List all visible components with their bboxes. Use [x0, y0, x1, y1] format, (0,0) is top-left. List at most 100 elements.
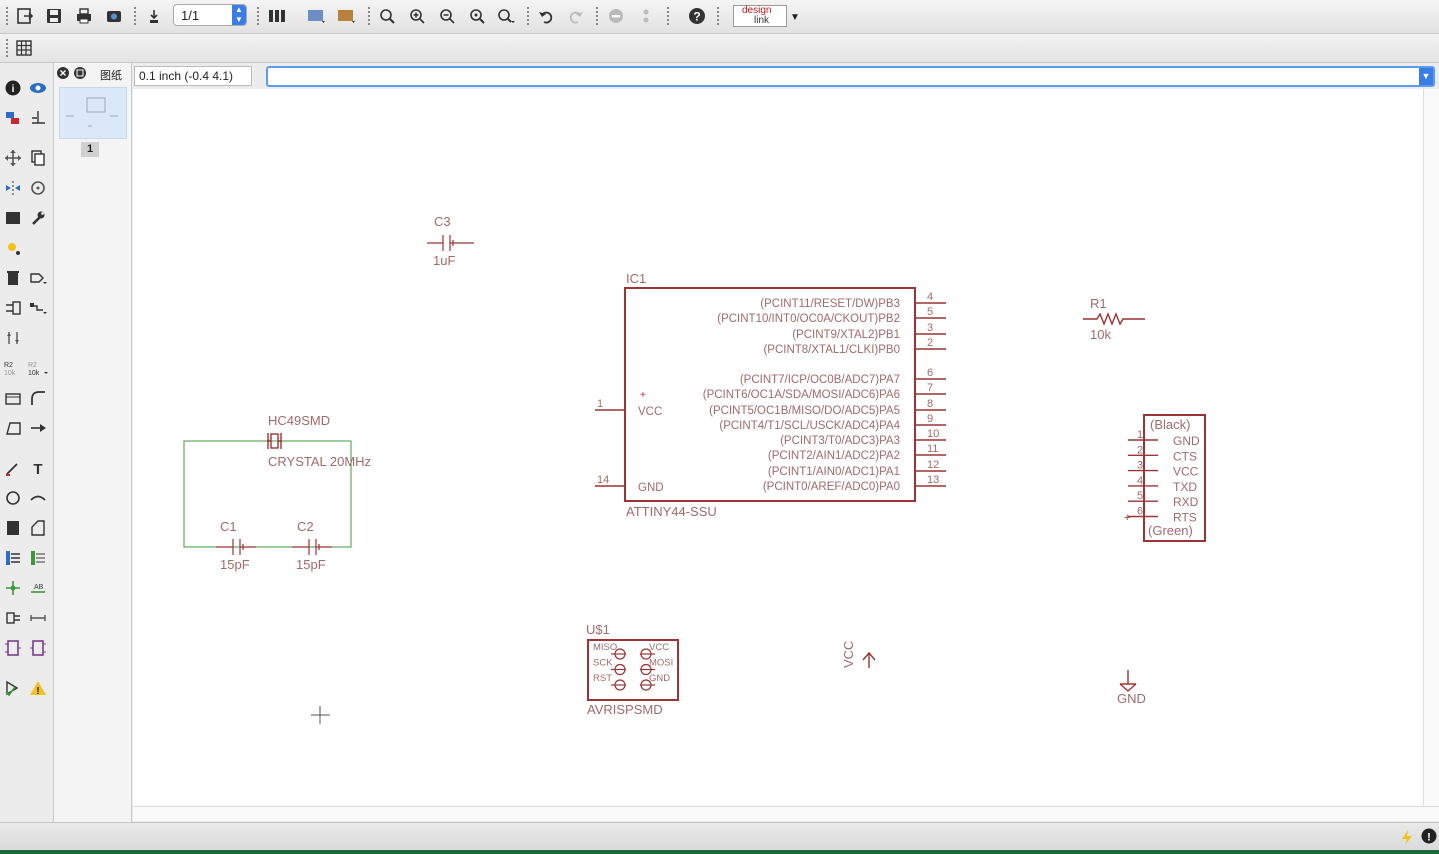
toolbar-grip[interactable]	[368, 7, 372, 25]
crystal-hc49smd[interactable]	[267, 433, 282, 449]
zoom-fit-icon[interactable]	[376, 5, 398, 27]
isp-pad-left[interactable]	[614, 679, 626, 691]
wire-icon[interactable]	[2, 457, 24, 479]
ulp-icon[interactable]	[336, 5, 358, 27]
capacitor-c3[interactable]	[427, 235, 474, 251]
toolbar-grip[interactable]	[717, 7, 721, 25]
change-wrench-icon[interactable]	[27, 207, 49, 229]
show-eye-icon[interactable]	[27, 77, 49, 99]
polygon-icon[interactable]	[27, 517, 49, 539]
delete-icon[interactable]	[2, 267, 24, 289]
net-icon[interactable]	[27, 547, 49, 569]
capacitor-c2[interactable]	[292, 539, 332, 555]
copy-icon[interactable]	[27, 147, 49, 169]
mark-icon[interactable]	[27, 107, 49, 129]
zoom-out-icon[interactable]	[436, 5, 458, 27]
go-icon[interactable]	[635, 5, 657, 27]
group-icon[interactable]	[2, 207, 24, 229]
save-icon[interactable]	[43, 5, 65, 27]
command-history-dropdown-icon[interactable]: ▼	[1419, 68, 1433, 85]
replace-icon[interactable]	[27, 297, 49, 319]
isp-pad-right[interactable]	[640, 648, 652, 660]
gateswap-icon[interactable]	[2, 327, 24, 349]
pinswap-icon[interactable]	[2, 297, 24, 319]
circle-icon[interactable]	[2, 487, 24, 509]
paste-icon[interactable]	[2, 237, 24, 259]
add-icon[interactable]	[27, 267, 49, 289]
use-icon[interactable]	[143, 5, 165, 27]
module-icon[interactable]	[27, 637, 49, 659]
split-icon[interactable]	[2, 417, 24, 439]
design-link-logo[interactable]: design link	[733, 5, 787, 27]
dimension-icon[interactable]	[27, 607, 49, 629]
smash-icon[interactable]	[2, 387, 24, 409]
toolbar-grip[interactable]	[596, 7, 600, 25]
vertical-scrollbar[interactable]	[1423, 89, 1439, 806]
help-icon[interactable]: ?	[686, 5, 708, 27]
page-stepper-icon[interactable]: ▲▼	[232, 5, 246, 25]
cam-processor-icon[interactable]	[103, 5, 125, 27]
resistor-r1[interactable]	[1083, 312, 1145, 326]
ftdi-header-body[interactable]	[1143, 414, 1206, 542]
rotate-icon[interactable]	[27, 177, 49, 199]
toolbar-grip[interactable]	[6, 39, 10, 57]
float-panel-icon[interactable]	[73, 66, 87, 83]
optimize-icon[interactable]	[27, 417, 49, 439]
isp-pad-left[interactable]	[614, 648, 626, 660]
alert-icon[interactable]: !	[1421, 828, 1437, 847]
isp-pad-right[interactable]	[640, 679, 652, 691]
page-selector[interactable]: 1/1 ▲▼	[173, 4, 247, 26]
vcc-supply-symbol[interactable]	[862, 651, 876, 668]
warning-icon[interactable]: !	[27, 677, 49, 699]
open-icon[interactable]	[14, 5, 36, 27]
stop-icon[interactable]	[605, 5, 627, 27]
undo-icon[interactable]	[535, 5, 557, 27]
gnd-supply-symbol[interactable]	[1119, 670, 1137, 692]
ftdi-top-label: (Black)	[1150, 417, 1190, 432]
isp-pad-right[interactable]	[640, 663, 652, 676]
grid-icon[interactable]	[13, 37, 35, 59]
toolbar-grip[interactable]	[667, 7, 671, 25]
layers-icon[interactable]	[266, 5, 288, 27]
script-icon[interactable]	[306, 5, 328, 27]
junction-icon[interactable]	[2, 577, 24, 599]
info-icon[interactable]: i	[2, 77, 24, 99]
toolbar-grip[interactable]	[6, 7, 10, 25]
capacitor-c1[interactable]	[216, 539, 256, 555]
text-icon[interactable]: T	[27, 457, 49, 479]
ic1-pin-label: (PCINT4/T1/SCL/USCK/ADC4)PA4	[719, 420, 900, 432]
display-layers-icon[interactable]	[2, 107, 24, 129]
ftdi-pin-label: RTS	[1173, 511, 1197, 525]
attribute-icon[interactable]	[2, 607, 24, 629]
command-input[interactable]: ▼	[266, 66, 1435, 87]
horizontal-scrollbar[interactable]	[133, 806, 1439, 821]
lightning-icon[interactable]	[1400, 829, 1414, 848]
label-icon[interactable]: AB	[27, 577, 49, 599]
sheet-thumbnail[interactable]	[59, 87, 127, 139]
frame-icon[interactable]	[2, 637, 24, 659]
move-icon[interactable]	[2, 147, 24, 169]
ic1-pin-number: 5	[927, 306, 933, 318]
print-icon[interactable]	[73, 5, 95, 27]
design-link-dropdown-icon[interactable]: ▼	[790, 12, 800, 23]
close-panel-icon[interactable]	[56, 66, 70, 83]
rect-icon[interactable]	[2, 517, 24, 539]
zoom-select-icon[interactable]	[496, 5, 518, 27]
redo-icon[interactable]	[565, 5, 587, 27]
isp-pad-left[interactable]	[614, 663, 626, 676]
schematic-canvas[interactable]: C3 1uF IC1 ATTINY44-SSU (PCINT11/RESET/D…	[133, 89, 1423, 806]
mirror-icon[interactable]	[2, 177, 24, 199]
toolbar-grip[interactable]	[257, 7, 261, 25]
toolbar-grip[interactable]	[527, 7, 531, 25]
arc-icon[interactable]	[27, 487, 49, 509]
zoom-redraw-icon[interactable]	[466, 5, 488, 27]
isp-header-body[interactable]	[587, 639, 679, 701]
toolbar-grip[interactable]	[134, 7, 138, 25]
bus-icon[interactable]	[2, 547, 24, 569]
erc-icon[interactable]	[2, 677, 24, 699]
miter-icon[interactable]	[27, 387, 49, 409]
zoom-in-icon[interactable]	[406, 5, 428, 27]
schematic-drawing[interactable]: C3 1uF IC1 ATTINY44-SSU (PCINT11/RESET/D…	[133, 89, 1423, 806]
